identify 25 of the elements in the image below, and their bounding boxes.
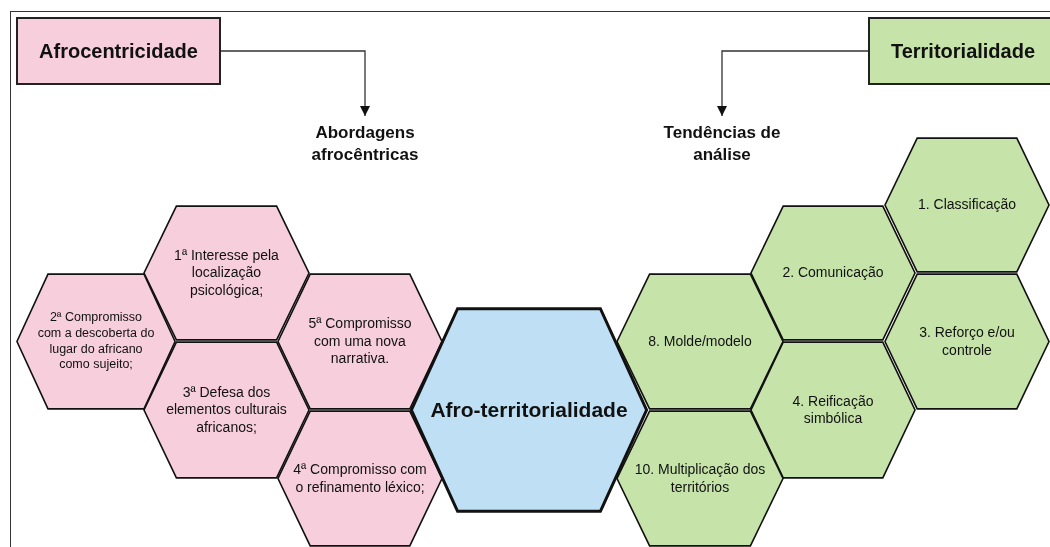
hexagon-tile	[884, 137, 1050, 273]
concept-box	[868, 17, 1050, 85]
tile-label: 8. Molde/modelo	[648, 332, 752, 351]
concept-box	[16, 17, 221, 85]
hexagon-tile	[884, 273, 1050, 410]
tile-label: Afro-territorialidade	[430, 396, 628, 423]
tile-label: 4ª Compromisso com o refinamento léxico;	[292, 461, 428, 496]
tile-label: 2ª Compromisso com a descoberta do lugar do africano como sujeito;	[37, 310, 155, 373]
hexagon-tile	[143, 341, 310, 479]
hexagon-tile	[143, 205, 310, 341]
tile-label: 4. Reificação simbólica	[791, 392, 875, 428]
arrow	[220, 50, 370, 117]
tile-label: 10. Multiplicação dos territórios	[633, 461, 767, 496]
tile-label: 5ª Compromisso com uma nova narrativa.	[307, 315, 413, 368]
heading-text: Abordagens afrocêntricas	[285, 116, 445, 172]
tile-label: 3. Reforço e/ou controle	[918, 324, 1016, 359]
arrow	[717, 50, 869, 117]
concept-title: Afrocentricidade	[39, 38, 198, 64]
hexagon-tile	[750, 205, 916, 341]
concept-title: Territorialidade	[890, 38, 1036, 64]
heading-text: Tendências de análise	[642, 116, 802, 172]
tile-label: 3ª Defesa dos elementos culturais africanos;	[165, 383, 288, 437]
tile-label: 1ª Interesse pela localização psicológica;	[173, 246, 280, 300]
tile-label: 2. Comunicação	[782, 264, 884, 282]
tile-label: 1. Classificação	[917, 196, 1016, 214]
